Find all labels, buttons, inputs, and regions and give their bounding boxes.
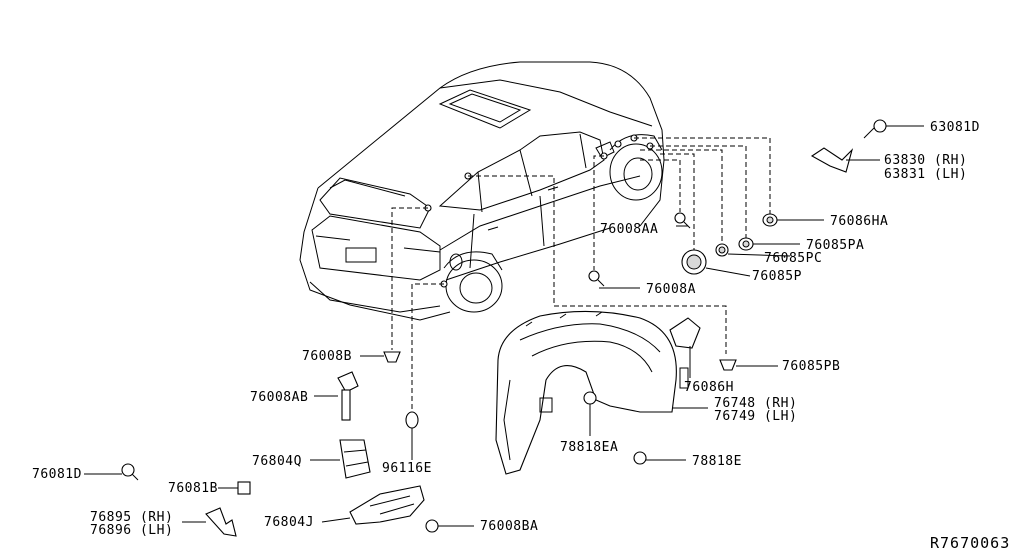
label-76748-rh: 76748 (RH) (714, 396, 797, 411)
foam-block-76804q-icon (339, 439, 371, 479)
clip-78818e-icon (633, 451, 647, 465)
bracket-63830-icon (810, 147, 854, 173)
clip-76008ba-icon (425, 519, 439, 533)
label-76086h: 76086H (684, 380, 734, 395)
clip-78818ea-icon (583, 391, 597, 405)
grommet-76086ha-icon (762, 213, 778, 227)
screw-76008a-icon (588, 270, 605, 287)
callout-lines (84, 125, 924, 527)
clip-76008b-icon (383, 351, 401, 363)
cap-76086h-icon (669, 317, 701, 349)
screw-76008aa-icon (674, 212, 691, 229)
label-76086ha: 76086HA (830, 214, 888, 229)
label-96116e: 96116E (382, 461, 432, 476)
label-76085pc: 76085PC (764, 251, 822, 266)
label-76085pa: 76085PA (806, 238, 864, 253)
grommet-76085pa-icon (738, 237, 754, 251)
label-76896-lh: 76896 (LH) (90, 523, 173, 538)
label-78818ea: 78818EA (560, 440, 618, 455)
bolt-76008ab-icon (337, 371, 359, 421)
label-76081b: 76081B (168, 481, 218, 496)
label-76008ab: 76008AB (250, 390, 308, 405)
label-76081d: 76081D (32, 467, 82, 482)
label-63831-lh: 63831 (LH) (884, 167, 967, 182)
label-76895-rh: 76895 (RH) (90, 510, 173, 525)
grommet-96116e-icon (405, 411, 419, 429)
bracket-76895-icon (205, 507, 237, 537)
label-78818e: 78818E (692, 454, 742, 469)
label-76804q: 76804Q (252, 454, 302, 469)
screw-63081d-icon (863, 119, 887, 139)
label-76804j: 76804J (264, 515, 314, 530)
label-63081d: 63081D (930, 120, 980, 135)
leader-lines (391, 137, 771, 412)
clip-76085pb-icon (719, 359, 737, 371)
label-76085p: 76085P (752, 269, 802, 284)
screw-76081d-icon (121, 463, 139, 481)
vehicle-illustration (299, 61, 665, 321)
diagram-reference-number: R7670063 (930, 534, 1010, 552)
panel-76804j-icon (349, 485, 425, 525)
label-76749-lh: 76749 (LH) (714, 409, 797, 424)
label-63830-rh: 63830 (RH) (884, 153, 967, 168)
nut-76081b-icon (237, 481, 251, 495)
label-76008a: 76008A (646, 282, 696, 297)
label-76008ba: 76008BA (480, 519, 538, 534)
label-76008b: 76008B (302, 349, 352, 364)
label-76085pb: 76085PB (782, 359, 840, 374)
seal-76085p-icon (681, 249, 707, 275)
label-76008aa: 76008AA (600, 222, 658, 237)
grommet-76085pc-icon (715, 243, 729, 257)
fender-liner-76748-icon (495, 310, 689, 475)
